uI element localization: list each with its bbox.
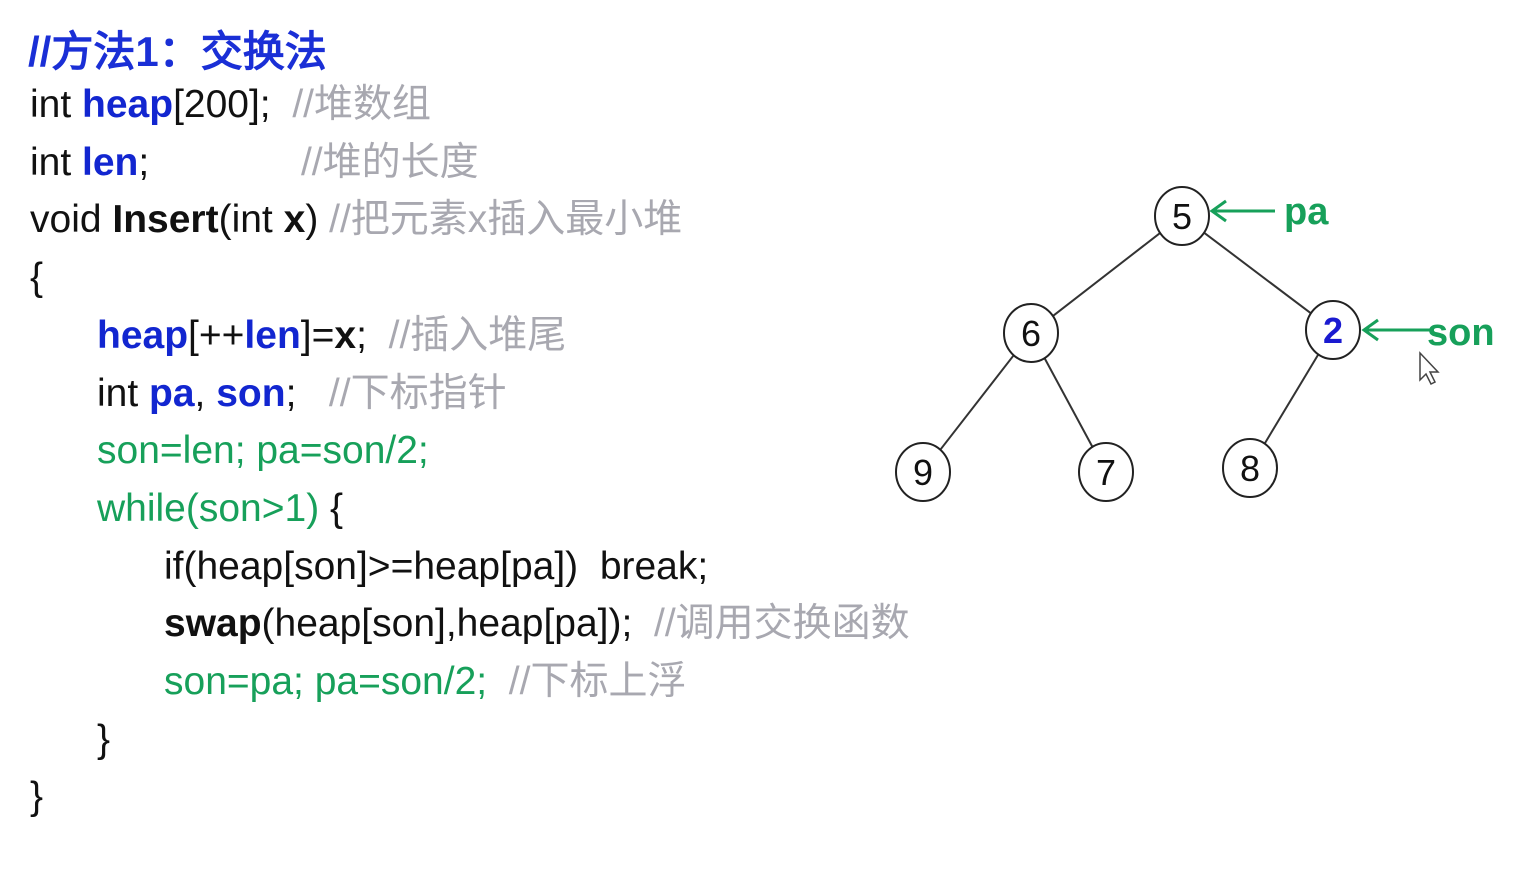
- code-token: ;: [356, 313, 389, 357]
- tree-edge: [1202, 231, 1313, 315]
- code-line: swap(heap[son],heap[pa]); //调用交换函数: [164, 599, 910, 649]
- tree-node-label: 5: [1172, 196, 1192, 237]
- tree-node-label: 7: [1096, 452, 1116, 493]
- code-token: (heap[son],heap[pa]);: [261, 602, 654, 646]
- slide-title: //方法1：交换法: [28, 28, 327, 75]
- tree-edge: [1042, 356, 1095, 449]
- code-token: int: [30, 83, 83, 126]
- code-line: int pa, son; //下标指针: [97, 369, 507, 419]
- pointer-label-son: son: [1427, 312, 1495, 354]
- tree-node: [895, 442, 951, 502]
- code-token: int: [30, 140, 83, 184]
- code-token: void: [30, 198, 113, 242]
- code-comment: //堆的长度: [300, 140, 479, 184]
- code-line: }: [30, 772, 43, 822]
- code-token: ): [305, 198, 330, 242]
- code-token: ;: [138, 140, 301, 184]
- code-token: }: [97, 717, 111, 761]
- arrowhead-icon: [1209, 199, 1227, 223]
- tree-node-label: 6: [1021, 313, 1041, 354]
- code-line: son=pa; pa=son/2; //下标上浮: [164, 657, 686, 707]
- tree-node: [1078, 442, 1134, 502]
- tree-node: [1305, 300, 1361, 360]
- code-token: swap: [164, 602, 262, 646]
- code-token: ;: [285, 371, 329, 415]
- code-token: son=len; pa=son/2;: [97, 429, 429, 473]
- code-token: heap: [97, 313, 189, 357]
- code-line: int heap[200]; //堆数组: [30, 80, 431, 130]
- code-line: {: [30, 253, 43, 303]
- mouse-pointer-icon: [1419, 351, 1440, 386]
- code-token: len: [82, 140, 139, 184]
- tree-node: [1154, 186, 1210, 246]
- arrowhead-icon: [1361, 318, 1379, 342]
- code-line: int len; //堆的长度: [30, 138, 479, 188]
- code-token: ]=: [300, 313, 335, 357]
- code-comment: //堆数组: [292, 83, 431, 126]
- code-token: int: [97, 371, 150, 415]
- code-token: {: [330, 486, 344, 530]
- tree-edge: [938, 353, 1016, 452]
- code-token: ,: [194, 371, 217, 415]
- code-token: {: [30, 256, 44, 300]
- code-token: heap: [82, 83, 174, 126]
- tree-node-label: 8: [1240, 448, 1260, 489]
- code-line: son=len; pa=son/2;: [97, 426, 429, 476]
- code-token: }: [30, 775, 44, 819]
- tree-node-label: 9: [913, 452, 933, 493]
- code-token: son=pa; pa=son/2;: [164, 660, 509, 703]
- code-token: Insert: [112, 198, 219, 242]
- code-token: pa: [149, 371, 195, 415]
- code-line: while(son>1) {: [97, 484, 343, 534]
- code-token: [200];: [173, 83, 293, 126]
- tree-node-label: 2: [1323, 310, 1343, 351]
- code-token: son: [216, 371, 286, 415]
- code-comment: //插入堆尾: [388, 313, 567, 357]
- tree-node: [1003, 303, 1059, 363]
- pointer-label-pa: pa: [1284, 191, 1329, 233]
- code-token: x: [283, 198, 306, 242]
- tree-edge: [1263, 352, 1320, 446]
- code-token: (int: [218, 198, 284, 242]
- code-line: }: [97, 715, 110, 765]
- code-comment: //调用交换函数: [653, 602, 910, 646]
- code-token: if(heap[son]>=heap[pa]) break;: [164, 544, 709, 588]
- code-comment: //下标指针: [328, 371, 507, 415]
- tree-edge: [1051, 231, 1162, 318]
- code-line: heap[++len]=x; //插入堆尾: [97, 311, 566, 361]
- code-comment: //把元素x插入最小堆: [329, 198, 683, 242]
- code-token: [++: [188, 313, 245, 357]
- code-line: void Insert(int x) //把元素x插入最小堆: [30, 195, 682, 245]
- code-token: while(son>1): [97, 486, 331, 530]
- code-comment: //下标上浮: [508, 660, 687, 703]
- code-token: len: [244, 313, 301, 357]
- tree-node: [1222, 438, 1278, 498]
- code-line: if(heap[son]>=heap[pa]) break;: [164, 542, 708, 592]
- code-token: x: [334, 313, 357, 357]
